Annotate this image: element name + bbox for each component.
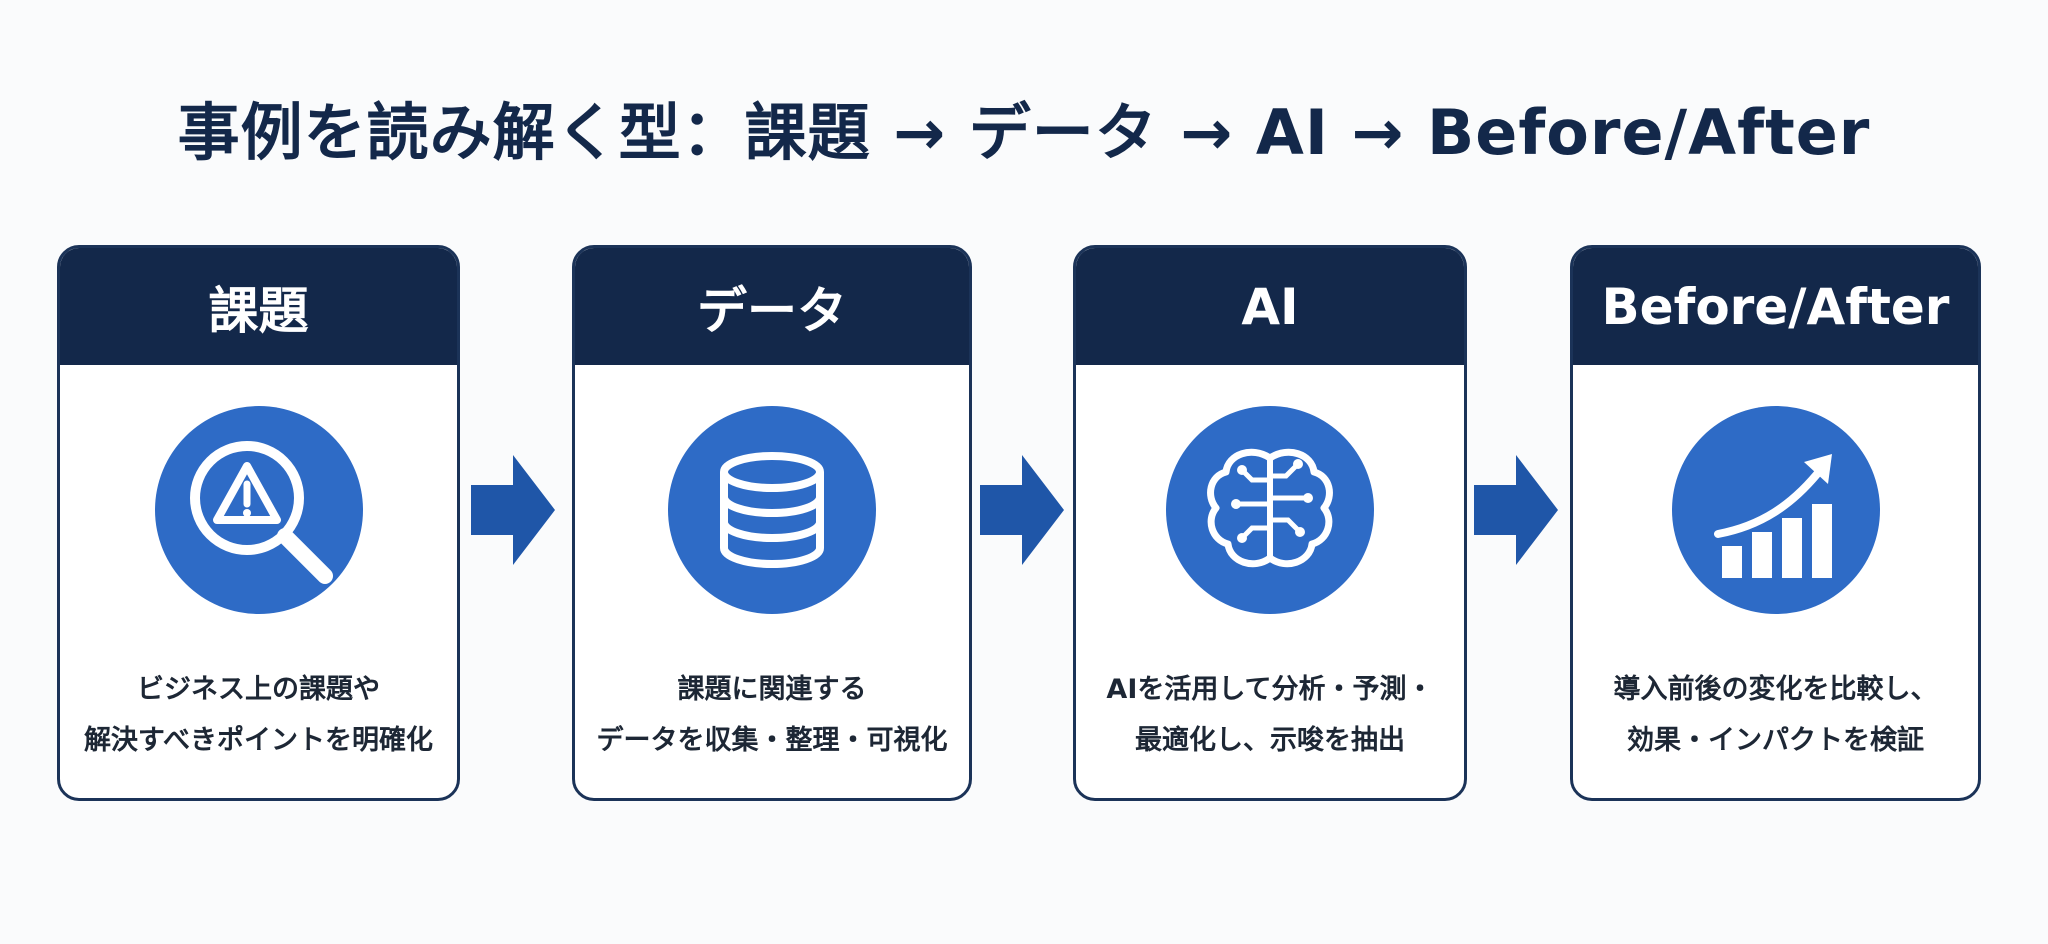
step-description-line: 最適化し、示唆を抽出 xyxy=(1135,725,1405,756)
step-description: 課題に関連する データを収集・整理・可視化 xyxy=(575,664,969,766)
step-card-issue: 課題 ビジネス上の課題や 解決すべきポイントを明確化 xyxy=(57,245,460,801)
step-description-line: データを収集・整理・可視化 xyxy=(596,725,948,756)
step-header: AI xyxy=(1076,248,1464,365)
step-description: AIを活用して分析・予測・ 最適化し、示唆を抽出 xyxy=(1076,664,1464,766)
database-icon xyxy=(668,406,876,614)
flow-arrow-icon xyxy=(980,455,1064,565)
step-description-line: 解決すべきポイントを明確化 xyxy=(83,725,434,756)
step-header: Before/After xyxy=(1573,248,1978,365)
step-description: 導入前後の変化を比較し、 効果・インパクトを検証 xyxy=(1573,664,1978,766)
step-description-line: AIを活用して分析・予測・ xyxy=(1106,674,1434,705)
flow-arrow-icon xyxy=(1474,455,1558,565)
magnifier-warning-icon xyxy=(154,406,363,614)
step-card-before-after: Before/After 導入前後の変化を比較し、 効果・インパクトを検証 xyxy=(1570,245,1981,801)
page-title: 事例を読み解く型：課題 → データ → AI → Before/After xyxy=(177,96,1871,169)
step-description: ビジネス上の課題や 解決すべきポイントを明確化 xyxy=(60,664,457,766)
step-description-line: 導入前後の変化を比較し、 xyxy=(1613,674,1938,705)
step-header: 課題 xyxy=(60,248,457,365)
step-card-data: データ 課題に関連する データを収集・整理・可視化 xyxy=(572,245,972,801)
step-card-ai: AI AIを活用して分析・予測・ 最適化し、示唆 xyxy=(1073,245,1467,801)
step-description-line: ビジネス上の課題や xyxy=(137,674,380,705)
step-description-line: 課題に関連する xyxy=(677,674,867,705)
flow-arrow-icon xyxy=(471,455,555,565)
step-header: データ xyxy=(575,248,969,365)
step-description-line: 効果・インパクトを検証 xyxy=(1627,725,1924,756)
brain-circuit-icon xyxy=(1166,406,1374,614)
growth-chart-icon xyxy=(1671,406,1880,614)
